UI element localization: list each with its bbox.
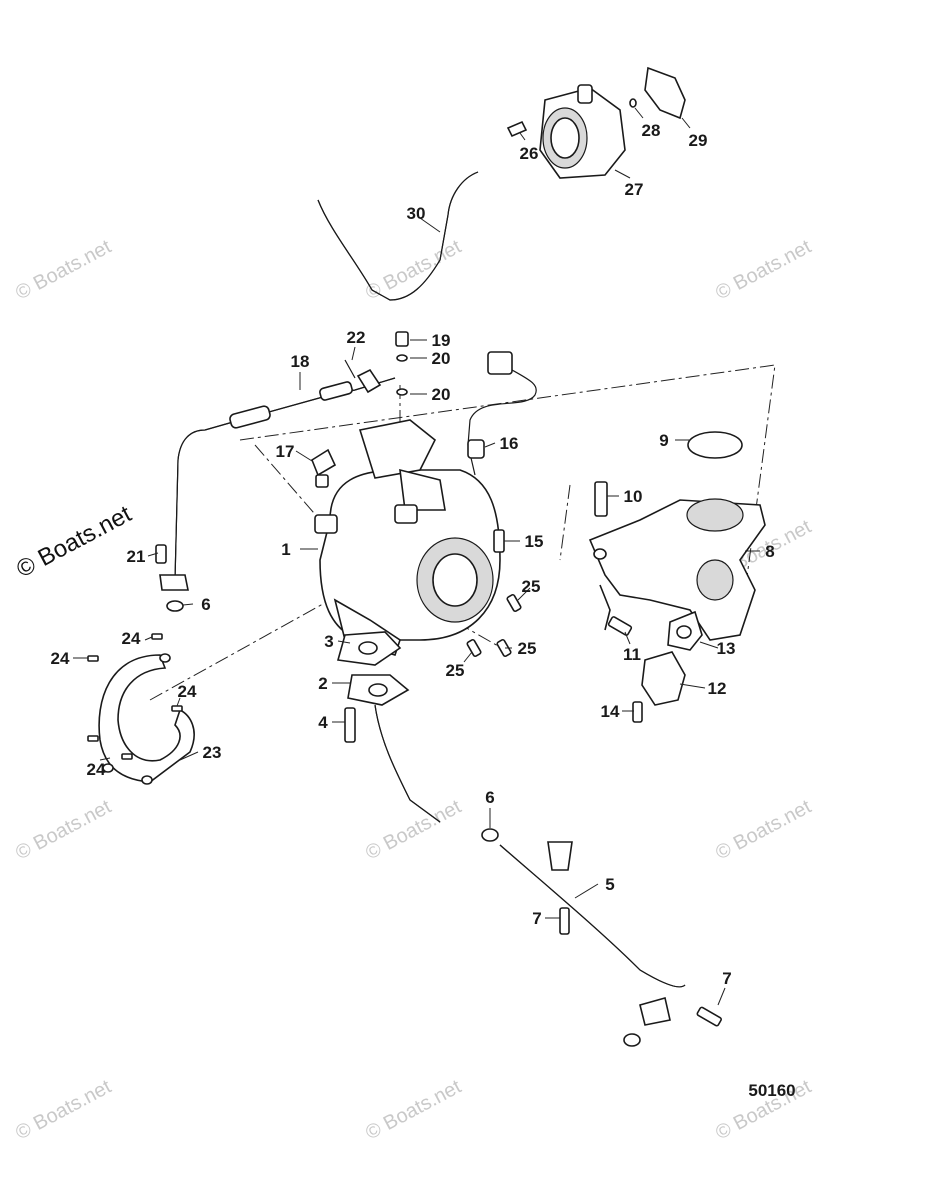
watermark: © Boats.net xyxy=(712,796,815,865)
callout-25-upper: 25 xyxy=(522,577,541,596)
callout-20-lower: 20 xyxy=(432,385,451,404)
callout-21: 21 xyxy=(127,547,146,566)
part-15-stud xyxy=(493,529,505,553)
watermark-layer: © Boats.net © Boats.net © Boats.net © Bo… xyxy=(12,236,815,1145)
part-11-bolt xyxy=(607,616,633,636)
part-24-screws xyxy=(87,633,183,760)
part-7-bolts xyxy=(559,907,722,1027)
callout-24-top: 24 xyxy=(122,629,141,648)
part-19-fitting xyxy=(395,331,409,347)
watermark: © Boats.net xyxy=(712,236,815,305)
part-29-gasket xyxy=(644,66,686,120)
part-25-studs xyxy=(466,594,522,657)
part-16-sensor xyxy=(467,351,537,476)
watermark: © Boats.net xyxy=(12,796,115,865)
callout-27: 27 xyxy=(625,180,644,199)
part-6-washer-top xyxy=(166,600,184,612)
callout-18: 18 xyxy=(291,352,310,371)
callout-19: 19 xyxy=(432,331,451,350)
callout-22: 22 xyxy=(347,328,366,347)
part-10-bolt xyxy=(594,481,608,517)
watermark: © Boats.net xyxy=(12,236,115,305)
callout-5: 5 xyxy=(605,875,614,894)
callout-23: 23 xyxy=(203,743,222,762)
callout-6-upper: 6 xyxy=(201,595,210,614)
callout-12: 12 xyxy=(708,679,727,698)
part-4-bolt xyxy=(344,707,356,743)
callout-29: 29 xyxy=(689,131,708,150)
part-14-screw xyxy=(632,701,643,723)
callout-13: 13 xyxy=(717,639,736,658)
part-23-heat-shield xyxy=(98,653,195,785)
part-30-wire-harness xyxy=(317,171,479,301)
part-21-banjo-bolt xyxy=(155,544,189,591)
part-9-gasket xyxy=(687,431,743,459)
callout-25-right: 25 xyxy=(518,639,537,658)
callout-17: 17 xyxy=(276,442,295,461)
part-5-return-line xyxy=(374,704,686,1026)
callout-15: 15 xyxy=(525,532,544,551)
part-20-washer xyxy=(396,354,408,396)
callout-labels: 1 2 3 4 5 6 6 7 7 8 9 10 11 12 13 14 15 … xyxy=(51,121,775,988)
callout-30: 30 xyxy=(407,204,426,223)
callout-25-left: 25 xyxy=(446,661,465,680)
callout-1: 1 xyxy=(281,540,290,559)
callout-24-mid: 24 xyxy=(178,682,197,701)
callout-24-bottom: 24 xyxy=(87,760,106,779)
part-3-gasket xyxy=(336,631,402,666)
callout-7-right: 7 xyxy=(722,969,731,988)
callout-6-lower: 6 xyxy=(485,788,494,807)
callout-26: 26 xyxy=(520,144,539,163)
callout-9: 9 xyxy=(659,431,668,450)
callout-7-left: 7 xyxy=(532,909,541,928)
callout-8: 8 xyxy=(765,542,774,561)
callout-4: 4 xyxy=(318,713,328,732)
watermark: © Boats.net xyxy=(12,1076,115,1145)
part-8-manifold xyxy=(588,498,766,641)
part-12-plate xyxy=(641,651,686,706)
part-18-oil-line xyxy=(174,377,396,581)
callout-2: 2 xyxy=(318,674,327,693)
figure-number: 50160 xyxy=(748,1081,795,1100)
part-26-screw xyxy=(506,120,528,138)
callout-28: 28 xyxy=(642,121,661,140)
part-2-gasket xyxy=(347,674,410,706)
part-1-turbocharger xyxy=(314,419,501,656)
part-28-oring xyxy=(629,98,637,108)
part-22-clip xyxy=(344,359,382,394)
part-17-valve xyxy=(311,448,337,488)
watermark: © Boats.net xyxy=(362,236,465,305)
callout-3: 3 xyxy=(324,632,333,651)
callout-10: 10 xyxy=(624,487,643,506)
watermark-dark: © Boats.net xyxy=(12,500,136,583)
callout-24-left: 24 xyxy=(51,649,70,668)
part-6-clamp xyxy=(481,828,641,1047)
callout-16: 16 xyxy=(500,434,519,453)
leader-lines xyxy=(73,107,760,1006)
callout-14: 14 xyxy=(601,702,620,721)
callout-11: 11 xyxy=(623,645,641,664)
part-27-valve-housing xyxy=(539,84,626,179)
callout-20-upper: 20 xyxy=(432,349,451,368)
watermark: © Boats.net xyxy=(362,1076,465,1145)
part-13-gasket xyxy=(667,610,703,651)
watermark: © Boats.net xyxy=(362,796,465,865)
